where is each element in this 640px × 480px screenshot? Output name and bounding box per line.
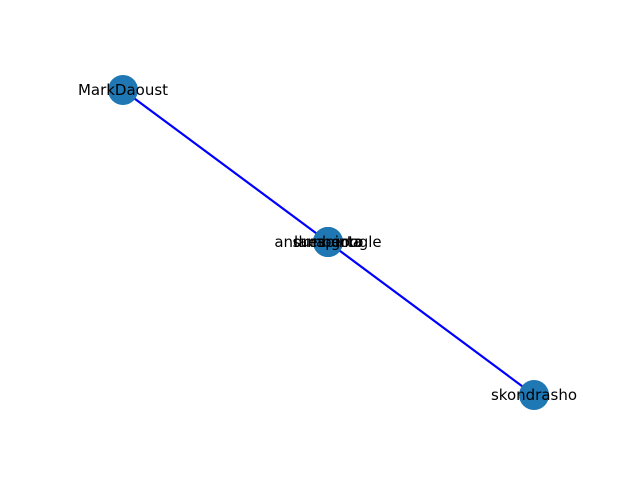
nodes-layer — [108, 75, 549, 410]
node-label-lamberta: lamberta — [294, 233, 362, 251]
labels-layer: MarkDaoust andres-google lamberta surapi… — [78, 81, 577, 404]
node-label-andres-google: andres-google — [274, 233, 381, 251]
edge-center-to-skondrasho — [327, 241, 535, 396]
node-label-skondrasho: skondrasho — [491, 386, 577, 404]
node-label-surapinto: surapinto — [293, 233, 364, 251]
node-markdaoust — [108, 75, 138, 105]
edge-markdaoust-to-center — [122, 89, 329, 243]
node-surapinto — [313, 227, 343, 257]
edges-layer — [122, 89, 535, 396]
node-skondrasho — [519, 380, 549, 410]
node-label-markdaoust: MarkDaoust — [78, 81, 168, 99]
